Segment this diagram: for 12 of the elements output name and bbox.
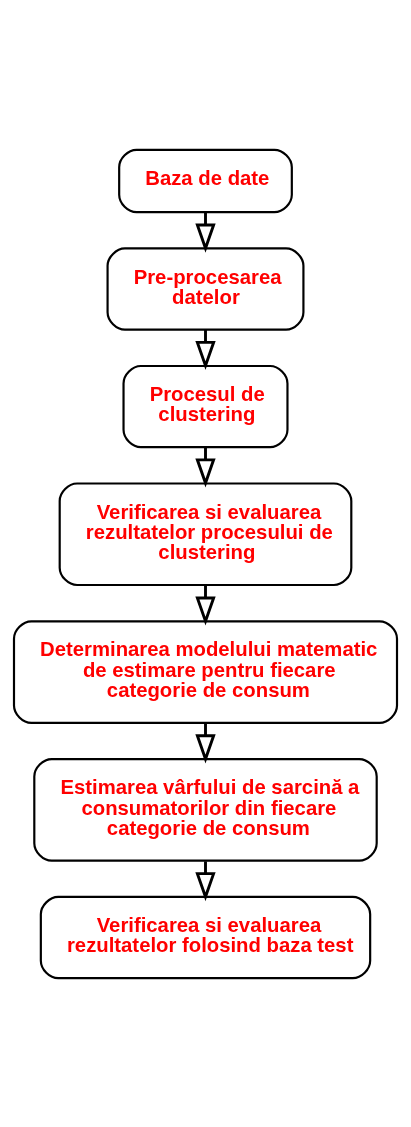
arrow: [195, 860, 216, 901]
arrow: [195, 211, 216, 253]
node-box: Verificarea si evaluarea rezultatelor procesului de clustering: [58, 481, 353, 586]
node-box: Procesul de clustering: [122, 364, 289, 448]
node-box: Pre-procesarea datelor: [106, 246, 305, 331]
node-box: Determinarea modelului matematic de estimare pentru fiecare categorie de consum: [12, 619, 399, 724]
node-box: Verificarea si evaluarea rezultatelor folosind baza test: [39, 895, 372, 979]
arrow: [195, 584, 216, 626]
arrow: [195, 329, 216, 370]
node-box: Baza de date: [118, 148, 293, 213]
arrow: [195, 722, 216, 763]
node-box: Estimarea vârfului de sarcină a consumatorilor din fiecare categorie de consum: [33, 757, 378, 862]
